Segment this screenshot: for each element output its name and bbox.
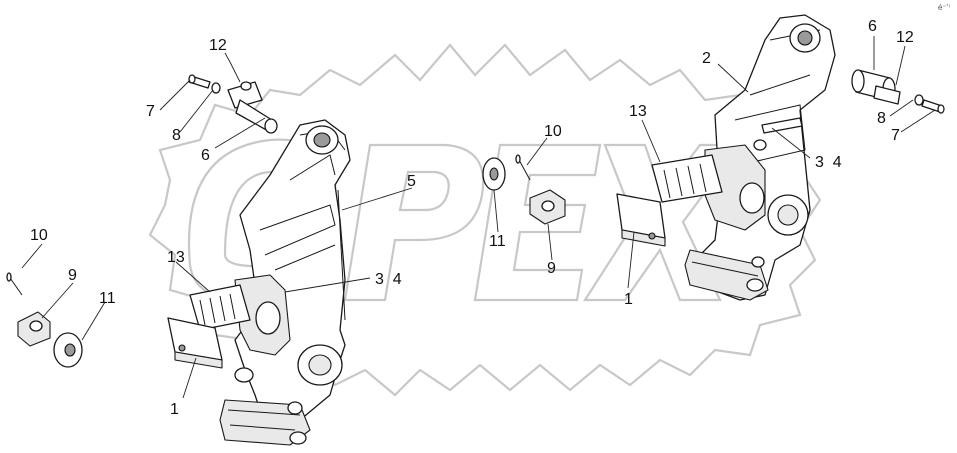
callout-right-11: 11 <box>489 233 506 250</box>
callout-left-5: 5 <box>407 173 416 190</box>
right-assembly <box>482 14 945 301</box>
callout-left-11: 11 <box>99 290 116 307</box>
callout-right-13: 13 <box>629 103 647 120</box>
callout-right-10: 10 <box>544 123 562 140</box>
callout-right-8: 8 <box>877 110 886 127</box>
left-nut-assembly <box>6 272 83 368</box>
left-pad-plate <box>167 317 223 369</box>
callout-labels: 12 7 8 6 5 10 9 11 13 3 4 1 2 6 12 8 7 1… <box>30 18 914 418</box>
callout-left-6: 6 <box>201 147 210 164</box>
callout-left-12: 12 <box>209 37 227 54</box>
callout-right-9: 9 <box>547 260 556 277</box>
left-comb-spring <box>189 284 251 331</box>
callout-right-6: 6 <box>868 18 877 35</box>
callout-right-2: 2 <box>702 50 711 67</box>
callout-left-9: 9 <box>68 267 77 284</box>
left-spring-rod <box>337 189 346 321</box>
right-comb-spring <box>651 154 723 203</box>
callout-left-10: 10 <box>30 227 48 244</box>
leader-lines <box>21 36 936 399</box>
right-pad-plate <box>616 193 666 247</box>
right-pin-assembly <box>851 69 945 114</box>
callout-right-7: 7 <box>891 127 900 144</box>
callout-left-8: 8 <box>172 127 181 144</box>
corner-mark: é⁻’ⁱ <box>938 3 950 12</box>
callout-left-1: 1 <box>170 401 179 418</box>
callout-left-7: 7 <box>146 103 155 120</box>
right-nut-assembly <box>482 154 566 225</box>
callout-right-3-4: 3 4 <box>815 154 842 171</box>
callout-right-12: 12 <box>896 29 914 46</box>
callout-left-13: 13 <box>167 249 185 266</box>
callout-left-3-4: 3 4 <box>375 271 402 288</box>
callout-right-1: 1 <box>624 291 633 308</box>
left-assembly <box>6 74 351 446</box>
